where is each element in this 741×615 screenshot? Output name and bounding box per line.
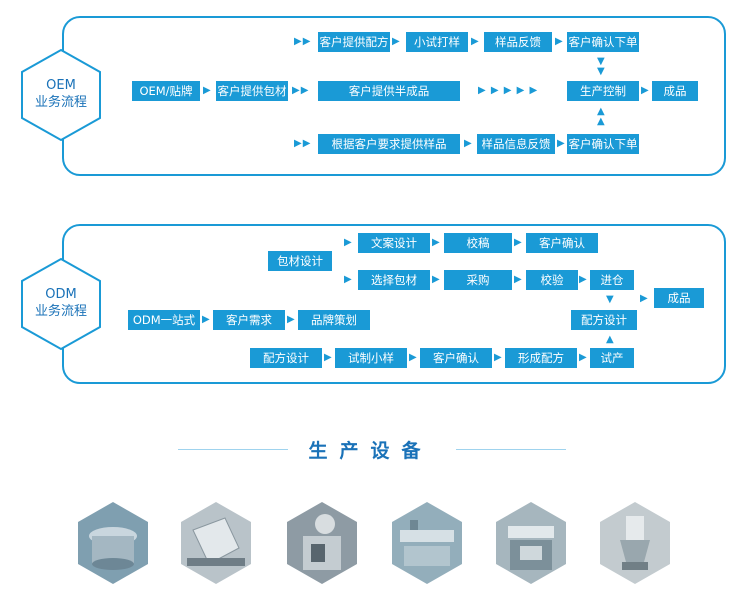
arrow-up-icon: ▲ <box>606 334 615 346</box>
arrow-icon: ▶ <box>409 352 418 364</box>
odm-copywriting: 文案设计 <box>358 233 430 253</box>
equipment-title: 生产设备 <box>0 436 741 463</box>
arrow-icon: ▶ <box>464 138 473 150</box>
arrow-icon: ▶ <box>432 237 441 249</box>
oem-start: OEM/贴牌 <box>132 81 200 101</box>
arrow-icon: ▶ <box>579 274 588 286</box>
mixer-machine-icon <box>179 500 253 586</box>
oem-sample-info-feedback: 样品信息反馈 <box>477 134 555 154</box>
oem-r1-customer-formula: 客户提供配方 <box>318 32 390 52</box>
oem-finished-product: 成品 <box>652 81 698 101</box>
arrow-icon: ▶ <box>579 352 588 364</box>
odm-top-customer-confirm: 客户确认 <box>526 233 598 253</box>
oem-semi-finished: 客户提供半成品 <box>318 81 460 101</box>
arrow-icon: ▶ <box>203 85 212 97</box>
arrow-up-icon: ▲ <box>597 116 606 128</box>
arrow-icon: ▶▶ <box>294 36 311 48</box>
odm-start: ODM一站式 <box>128 310 200 330</box>
arrow-icon: ▶ <box>471 36 480 48</box>
oem-provide-sample: 根据客户要求提供样品 <box>318 134 460 154</box>
odm-bottom-formula-design: 配方设计 <box>250 348 322 368</box>
oem-hex-title: OEM <box>18 77 104 94</box>
oem-r1-sample-feedback: 样品反馈 <box>484 32 552 52</box>
oem-hex-subtitle: 业务流程 <box>18 94 104 111</box>
odm-brand-planning: 品牌策划 <box>298 310 370 330</box>
odm-inspection: 校验 <box>526 270 578 290</box>
arrow-icon: ▶ <box>392 36 401 48</box>
arrow-icon: ▶ <box>287 314 296 326</box>
arrow-icon: ▶ <box>344 237 353 249</box>
arrow-icon: ▶ <box>202 314 211 326</box>
odm-form-formula: 形成配方 <box>505 348 577 368</box>
odm-warehousing: 进仓 <box>590 270 634 290</box>
arrow-icon: ▶ <box>324 352 333 364</box>
odm-trial-production: 试产 <box>590 348 634 368</box>
arrow-icon: ▶ <box>494 352 503 364</box>
arrow-icon: ▶ <box>641 85 650 97</box>
arrow-icon: ▶ <box>514 274 523 286</box>
oem-r1-trial-sample: 小试打样 <box>406 32 468 52</box>
odm-proofreading: 校稿 <box>444 233 512 253</box>
odm-customer-needs: 客户需求 <box>213 310 285 330</box>
arrow-down-icon: ▼ <box>606 294 615 306</box>
arrow-icon: ▶ <box>640 293 649 305</box>
packaging-machine-icon <box>285 500 359 586</box>
odm-trial-sample: 试制小样 <box>335 348 407 368</box>
odm-packaging-design: 包材设计 <box>268 251 332 271</box>
odm-choose-packaging: 选择包材 <box>358 270 430 290</box>
filling-line-icon <box>390 500 464 586</box>
odm-hex-title: ODM <box>18 286 104 303</box>
arrow-icon: ▶ <box>432 274 441 286</box>
sieve-machine-icon <box>76 500 150 586</box>
arrow-icon: ▶▶ <box>292 85 309 97</box>
odm-formula-design-final: 配方设计 <box>571 310 637 330</box>
oem-r3-confirm-order: 客户确认下单 <box>567 134 639 154</box>
oem-r1-confirm-order: 客户确认下单 <box>567 32 639 52</box>
granulator-icon <box>598 500 672 586</box>
arrow-icon: ▶ <box>344 274 353 286</box>
arrow-icon: ▶ <box>514 237 523 249</box>
oem-customer-packaging: 客户提供包材 <box>216 81 288 101</box>
tablet-press-icon <box>494 500 568 586</box>
title-rule-right <box>456 449 566 450</box>
odm-purchase: 采购 <box>444 270 512 290</box>
odm-hex-subtitle: 业务流程 <box>18 303 104 320</box>
arrow-icon: ▶ <box>555 36 564 48</box>
oem-production-control: 生产控制 <box>567 81 639 101</box>
arrow-down-icon: ▼ <box>597 66 606 78</box>
odm-bottom-customer-confirm: 客户确认 <box>420 348 492 368</box>
arrow-icon: ▶ <box>557 138 566 150</box>
arrow-icon: ▶▶ <box>294 138 311 150</box>
odm-finished-product: 成品 <box>654 288 704 308</box>
arrow-icon: ▶ ▶ ▶ ▶ ▶ <box>478 85 538 97</box>
